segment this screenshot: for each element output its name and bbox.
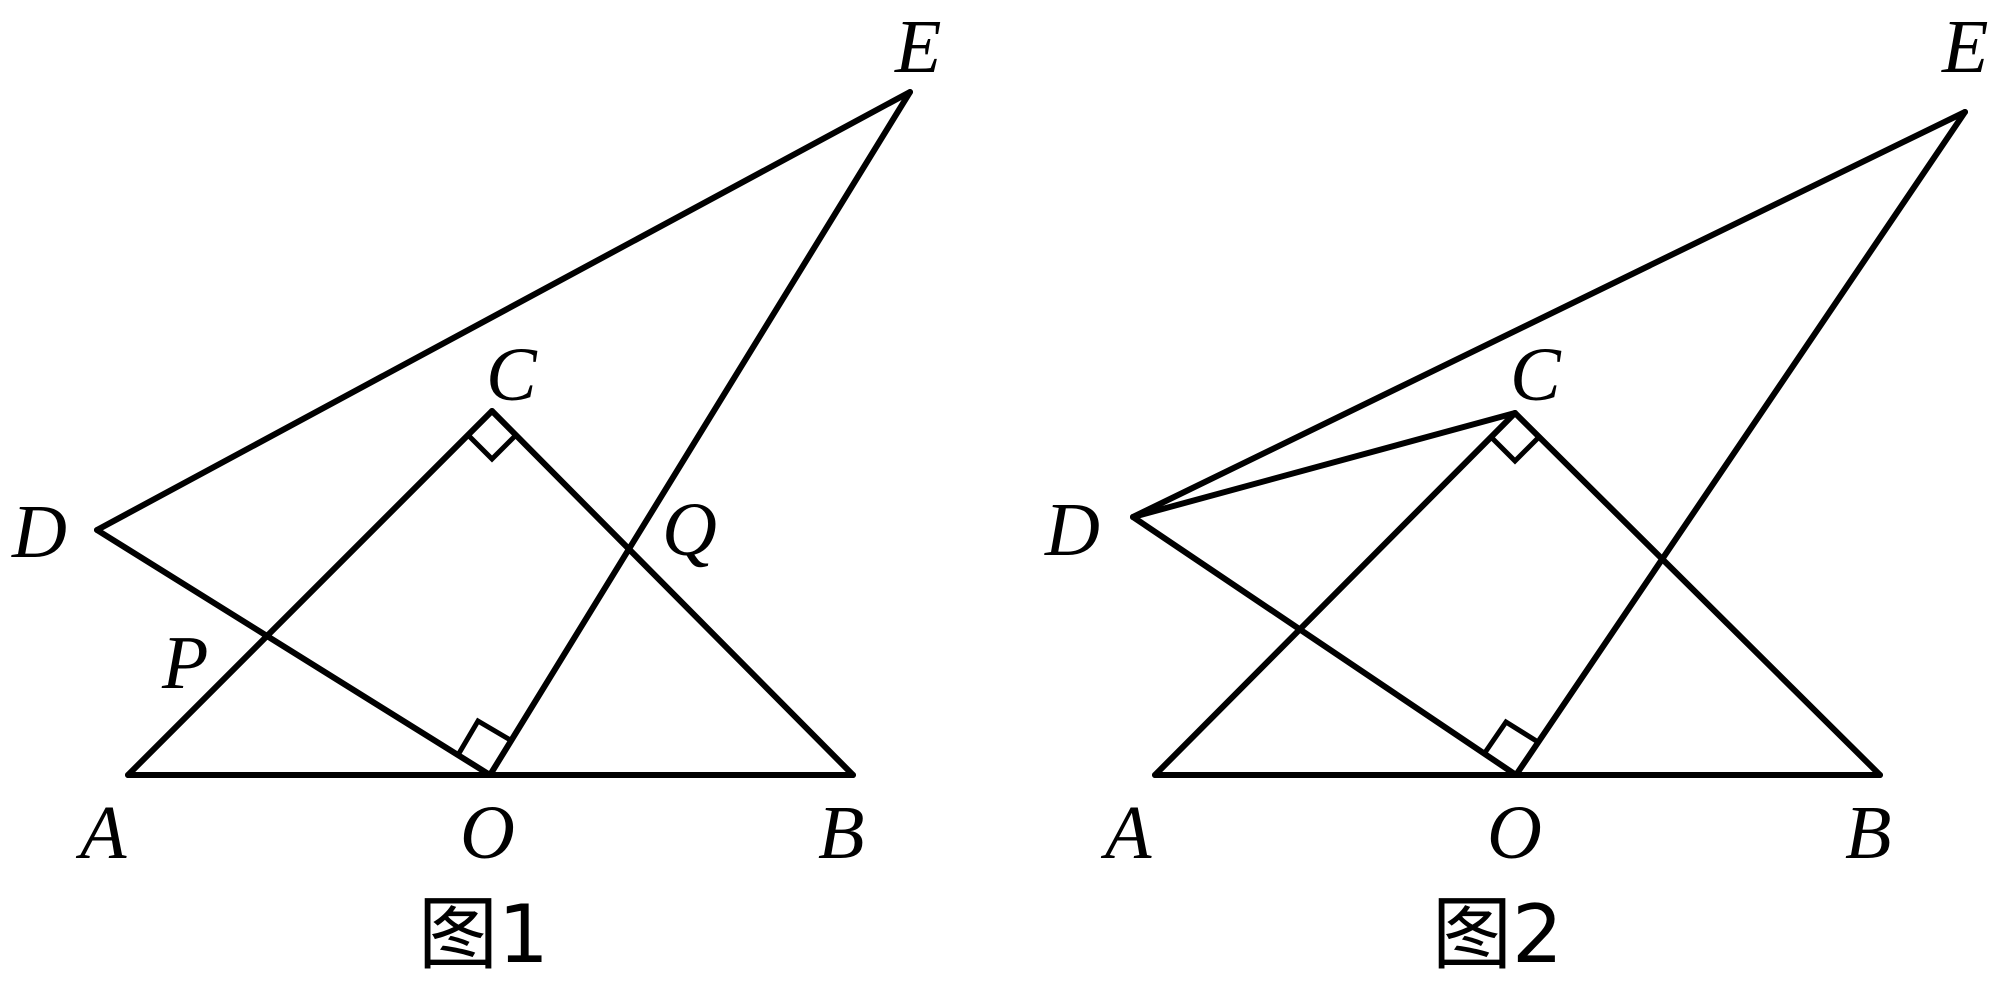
label-b-fig2: B (1845, 791, 1891, 875)
label-p-fig1: P (161, 621, 208, 705)
label-q-fig1: Q (662, 488, 717, 572)
right-angle-mark-c-fig2 (1489, 435, 1541, 465)
segment-ac-fig1 (125, 408, 495, 778)
label-o-fig1: O (460, 791, 515, 875)
right-angle-mark-c-fig1 (466, 433, 518, 463)
label-b-fig1: B (818, 791, 864, 875)
segment-oe-fig1 (487, 89, 913, 778)
label-e-fig1: E (894, 5, 941, 89)
segment-cb-fig1 (489, 408, 856, 778)
caption-fig1: 图1 (418, 888, 549, 981)
label-e-fig2: E (1941, 5, 1988, 89)
right-angle-mark-o-fig1 (455, 717, 514, 757)
segment-ac-fig2 (1152, 410, 1518, 778)
segment-do-fig2 (1130, 514, 1519, 778)
caption-fig2: 图2 (1432, 888, 1563, 981)
segment-de-fig1 (94, 89, 913, 533)
label-d-fig2: D (1044, 488, 1100, 572)
segment-cb-fig2 (1512, 410, 1883, 778)
label-o-fig2: O (1487, 791, 1542, 875)
label-a-fig2: A (1100, 791, 1152, 875)
right-angle-mark-o-fig2 (1481, 718, 1540, 756)
label-c-fig1: C (486, 333, 538, 417)
segment-de-fig2 (1130, 109, 1968, 520)
segment-do-fig1 (94, 527, 493, 778)
label-d-fig1: D (11, 490, 67, 574)
figure-1: E C D Q P A O B 图1 (11, 5, 941, 981)
label-a-fig1: A (75, 791, 127, 875)
segment-dc-fig2 (1130, 410, 1518, 520)
figure-2: E C D A O B 图2 (1044, 5, 1988, 981)
label-c-fig2: C (1510, 333, 1562, 417)
segment-oe-fig2 (1513, 109, 1968, 778)
